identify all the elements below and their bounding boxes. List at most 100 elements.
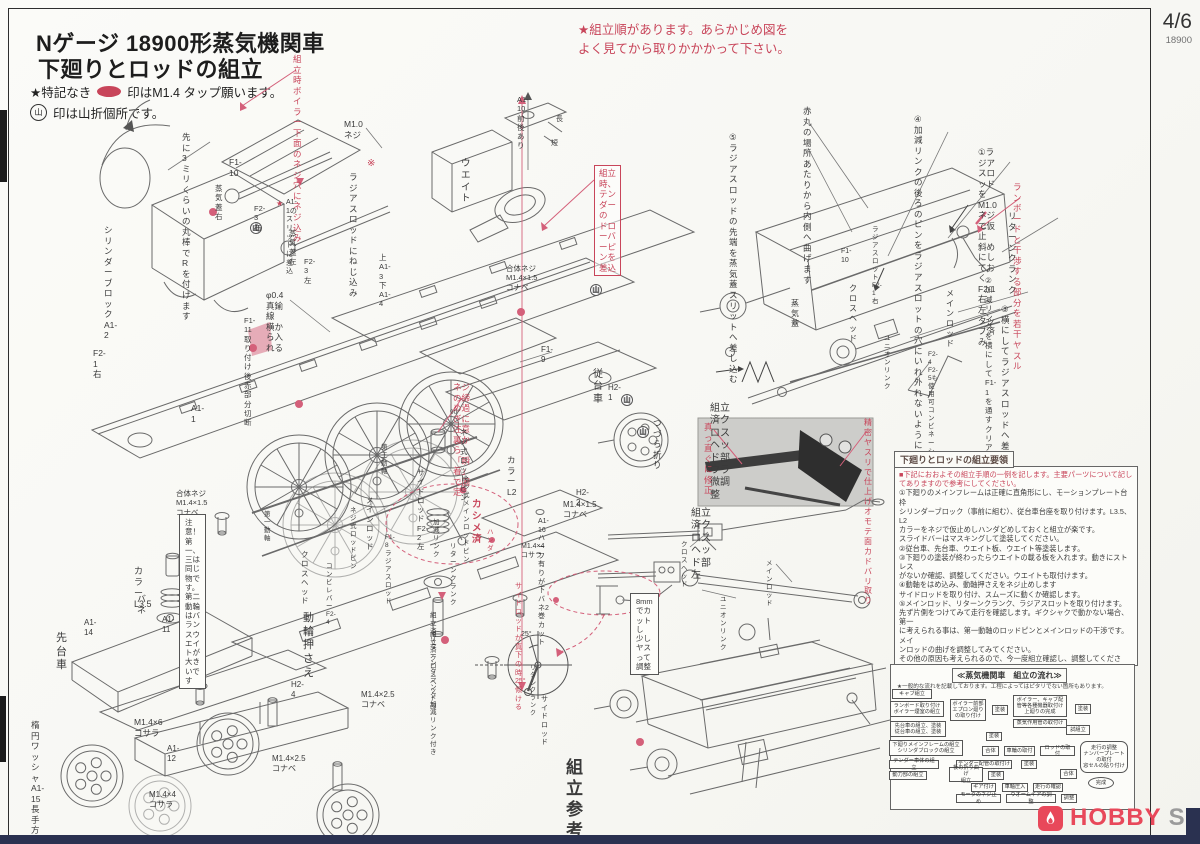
flowchart-node: 塗装 xyxy=(1075,704,1091,714)
page-title: Nゲージ 18900形蒸気機関車 xyxy=(36,31,325,56)
callout-label: ウエイト xyxy=(461,158,471,205)
callout-label: 第一動軸 xyxy=(264,511,271,543)
callout-label: M1.4×4 コサラ xyxy=(149,790,176,809)
callout-label: 従台車 xyxy=(593,369,603,405)
callout-label: ※ xyxy=(367,158,376,169)
page-subtitle: 下廻りとロッドの組立 xyxy=(38,57,264,82)
callout-label: H2-1 xyxy=(608,383,621,402)
procedure-step-line: ③下廻りの塗装が終わったらウエイトの載る板を入れます。動きにストレス xyxy=(899,552,1128,572)
flame-icon xyxy=(1038,805,1063,831)
callout-label: ランボードと干渉する 部分を若干ヤスル xyxy=(1013,182,1022,372)
callout-label: メインロッド xyxy=(766,560,773,608)
tap-note-prefix: ★特記なき xyxy=(30,86,92,100)
callout-label: 組立済クロスヘッド部 xyxy=(430,631,437,711)
callout-label: M1.4×4 コサラ xyxy=(521,543,545,559)
callout-label: 第三動軸 xyxy=(381,444,388,476)
callout-label: 長 xyxy=(556,116,563,123)
callout-label: F2-3左 xyxy=(304,257,316,285)
crosshead-drawings-art xyxy=(596,499,884,614)
flowchart-node: 先台車の組立、塗装 従台車の組立、塗装 xyxy=(890,721,946,737)
flowchart-node: 試組立 xyxy=(1066,725,1090,735)
svg-text:山: 山 xyxy=(593,285,600,294)
callout-label: A1-16 ハーフ有りが下 バネ2巻カット xyxy=(538,518,549,647)
scan-smudge xyxy=(0,110,7,182)
callout-label: 先台車 xyxy=(56,632,67,672)
callout-label: ネジの締め過ぎに注意 裏から「瞬着」で固定 xyxy=(453,382,471,498)
callout-label: 25° xyxy=(521,631,532,638)
callout-label: クロスヘッド xyxy=(849,284,857,343)
callout-label: M1.4×6 コサラ xyxy=(134,717,163,738)
callout-label: F2-3右 xyxy=(254,204,266,232)
callout-label: カラー L3.5 xyxy=(134,566,152,610)
callout-label: ①ラジアスロッドをM1.0ネジで仮止 斜めにしておく F2-1右、左 タップ済み xyxy=(978,147,997,347)
flowchart-node: モータのネジ止め xyxy=(956,792,1001,805)
callout-label: 組立済リターンクランク加減リンク付き xyxy=(430,612,437,756)
flowchart-node: 車輪の取付 xyxy=(1004,746,1035,756)
callout-label: コンビレバー F2-4 xyxy=(326,563,336,627)
callout-label: リタンクランク xyxy=(530,666,537,717)
callout-label: 90° xyxy=(450,409,460,416)
procedure-step-line: サイドロッドを取り付け、スムーズに動くか確認します。 xyxy=(899,589,1085,599)
flowchart-node: ボイラー前部 エプロン廻り の取り付け xyxy=(950,699,986,721)
fold-note-text: 印は山折個所です。 xyxy=(53,107,165,121)
callout-label: 組立時ボイラー下面の ネジ穴にネジ込み xyxy=(293,54,302,244)
tap-note: ★特記なき 印はM1.4 タップ願います。 xyxy=(30,82,282,101)
leader-lines xyxy=(168,124,1058,602)
flowchart-node: 走行の確認 xyxy=(1033,783,1063,792)
procedure-step-line: ①下廻りのメインフレームは正確に直角形にし、モーションプレート台枠 xyxy=(899,488,1128,507)
callout-label: 8mmでカットし 少しヤスって調整 xyxy=(630,593,659,676)
flowchart-node: 塗装 xyxy=(988,771,1004,780)
callout-label: 組立参考図 xyxy=(566,758,583,844)
flowchart-node: 走行の調整 ナンバープレート の取付 窓セルの貼り付け xyxy=(1080,741,1128,773)
callout-label: カラーL2 xyxy=(507,455,517,497)
callout-label: A1-10 前後あり xyxy=(517,95,529,151)
sheet-number: 4/6 xyxy=(1162,10,1192,33)
red-marks xyxy=(209,70,1020,746)
procedure-step-line: ⑤メインロッド、リターンクランク、ラジアスロットを取り付けます。 xyxy=(899,598,1127,608)
callout-label: ⑤ラジアスロッドの先端を 蒸気蓋スリットへ差し込む xyxy=(729,132,738,385)
callout-label: 精密ヤスリで仕上げ オモテ面カドバリ取り xyxy=(864,418,872,606)
callout-label: ラジアスロッドにねじ込み xyxy=(349,172,358,298)
callout-label: φ0.4真鍮線 横から入れる xyxy=(266,290,284,353)
procedure-step-line: スライドバーはマスキングして塗装してください。 xyxy=(899,534,1064,544)
callout-label: A1-1の スリットに差込 xyxy=(286,199,297,276)
radius-rod-assembly-art xyxy=(700,168,1016,404)
flowchart-title: ≪蒸気機関車 組立の流れ≫ xyxy=(952,668,1067,683)
main-frame-art xyxy=(92,210,694,458)
callout-label: 合体ネジ M1.4×1.5 コナベ xyxy=(176,489,208,517)
procedure-intro: ■下記におおよその組立手順の一例を記します。主要パーツについて記してありますので… xyxy=(899,470,1133,489)
svg-text:山: 山 xyxy=(253,223,260,232)
procedure-step-line: ④動軸をはめ込み、動軸押さえをネジ止めします xyxy=(899,580,1057,590)
callout-label: H2-2 xyxy=(576,488,589,507)
callout-label: ユニオンリンク xyxy=(884,335,891,391)
callout-label: クロスヘッド xyxy=(681,541,688,589)
flowchart-node: 動力部の組立 xyxy=(889,771,927,780)
callout-label: 真っ直ぐに修正 xyxy=(704,422,713,496)
callout-label: 楕円ワッシャ A1-15 長手方向を前後に xyxy=(31,720,45,844)
tap-mark-oval-icon xyxy=(97,86,122,97)
callout-label: F1-9 xyxy=(541,345,553,364)
callout-label: 合体ネジ M1.4×1.5 コナベ xyxy=(506,264,538,292)
callout-label: F1-11 取り付け後 赤部分切断 xyxy=(244,316,256,428)
flowchart-node: 完成 xyxy=(1088,777,1114,789)
scan-smudge xyxy=(0,696,6,762)
flowchart-node: 蒸気作用管の取付け xyxy=(1013,719,1067,728)
fold-marks: 山 山 山 山 xyxy=(251,223,649,438)
callout-label: 加減リンク xyxy=(433,519,440,559)
procedure-step-line: に考えられる事は、第一動軸のロッドピンとメインロッドの干渉です。メイ xyxy=(899,626,1129,645)
callout-label: 蒸気蓋 xyxy=(791,299,799,328)
crosshead-photo xyxy=(698,418,873,506)
callout-label: サイドロッド xyxy=(541,696,548,747)
procedure-box-title: 下廻りとロッドの組立要領 xyxy=(894,451,1015,468)
callout-label: ラジアスロット F2-1右 xyxy=(872,226,882,306)
callout-label: F1-10 xyxy=(229,157,242,178)
callout-label: 先に3ミリくらいの丸 棒でRを付けます xyxy=(182,132,191,322)
callout-label: バネ xyxy=(137,594,147,616)
svg-text:山: 山 xyxy=(624,395,631,404)
callout-label: 蒸気蓋 左 xyxy=(289,229,297,266)
reference-assembly-art xyxy=(594,618,906,794)
weight-and-drawbar-art xyxy=(432,92,566,242)
callout-label: クロスヘッド xyxy=(301,550,309,606)
callout-label: ネジ式ロッドピン xyxy=(460,428,468,503)
callout-label: A1-14 xyxy=(84,618,97,637)
